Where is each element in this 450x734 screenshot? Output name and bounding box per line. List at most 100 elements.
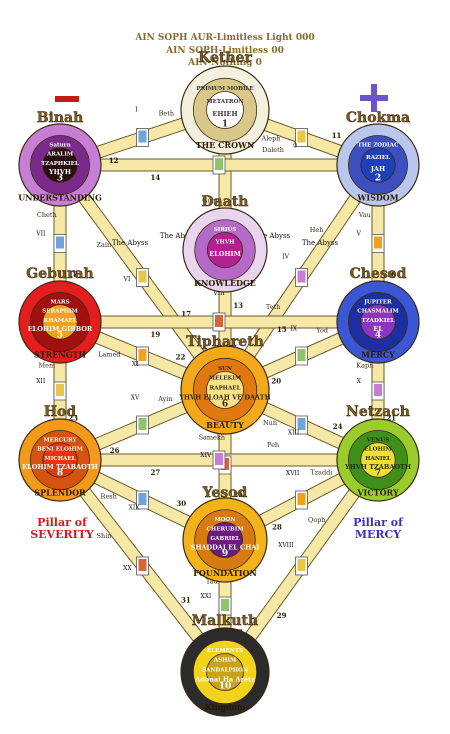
tarot-card-icon	[53, 234, 67, 253]
sephira-line: ELEMENTS	[207, 648, 243, 654]
tarot-numeral: VIII	[212, 290, 225, 297]
sephira-line: MARS	[50, 299, 69, 305]
abyss-label: The Abyss	[254, 232, 291, 240]
sephira-line: YHVH	[48, 168, 71, 176]
sephira-line: ELOHIM	[209, 250, 241, 258]
path-label-gimel: Gimel	[202, 196, 221, 204]
sephira-line: CHASMALIM	[357, 309, 398, 315]
path-number: 30	[176, 499, 186, 508]
sephira-title-geburah: STRENGTH	[34, 349, 87, 359]
tarot-card-icon	[295, 128, 308, 147]
tarot-card-icon	[295, 556, 308, 576]
tarot-numeral: VII	[35, 231, 46, 238]
sephira-line: TZADKIEL	[361, 318, 394, 324]
path-number: 29	[277, 611, 287, 620]
path-label-ayin: Ayin	[157, 395, 172, 403]
tarot-numeral: IX	[290, 325, 297, 332]
sephira-title-chokma: WISDOM	[356, 192, 398, 202]
sephira-line: MERCURY	[44, 437, 78, 443]
sephira-line: THE ZODIAC	[358, 142, 399, 148]
sephira-line: YHVH	[215, 240, 236, 246]
path-number: 21	[386, 414, 396, 423]
path-label-mem: Mem	[38, 362, 55, 370]
sephira-number: 2	[375, 174, 381, 184]
tarot-card-icon	[136, 268, 149, 287]
sephira-title-binah: UNDERSTANDING	[18, 192, 102, 202]
tarot-card-icon	[295, 346, 308, 366]
path-label-qoph: Qoph	[308, 516, 326, 524]
sephira-line: MELEKIM	[209, 376, 241, 382]
sephira-name-kether: Kether	[198, 50, 252, 66]
tarot-card-icon	[136, 346, 149, 366]
sephira-name-hod: Hod	[44, 404, 77, 420]
sephira-name-yesod: Yesod	[202, 485, 248, 501]
path-number: 24	[333, 422, 343, 431]
path-number: 18	[68, 270, 78, 279]
sephira-number: 4	[375, 331, 381, 341]
sephira-line: SHADDAI EL CHAI	[191, 543, 260, 551]
tarot-numeral: X	[357, 378, 362, 385]
tarot-numeral: I	[135, 106, 138, 113]
sephira-line: MOON	[214, 517, 235, 523]
path-number: 15	[277, 325, 287, 334]
sephira-number: 8	[57, 469, 63, 479]
sephira-line: JUPITER	[363, 299, 392, 305]
tarot-card-icon	[53, 381, 67, 401]
tarot-cards-layer	[53, 128, 385, 616]
path-label-zain: Zain	[96, 241, 111, 249]
sephira-line: VENUS	[366, 437, 390, 443]
path-number: 14	[151, 173, 161, 182]
tarot-card-icon	[212, 450, 226, 470]
path-number: 25	[233, 490, 243, 499]
sephira-line: EL	[373, 325, 383, 333]
path-label-tau: Tau	[206, 578, 218, 586]
path-label-heh: Heh	[310, 226, 324, 234]
sephira-line: KHAMAEL	[43, 318, 76, 324]
path-number: 27	[151, 468, 161, 477]
tarot-card-icon	[295, 490, 308, 510]
tarot-numeral: VI	[123, 276, 131, 283]
path-number: 20	[271, 377, 281, 386]
sephira-title-malkuth: Kingdom	[205, 702, 246, 712]
sephira-number: 5	[57, 331, 63, 341]
path-label-shin: Shin	[97, 532, 112, 540]
pillar-severity-line2: SEVERITY	[30, 528, 94, 541]
path-number: 19	[151, 330, 161, 339]
sephira-title-daath: KNOWLEDGE	[194, 278, 256, 288]
tarot-numeral: XX	[123, 565, 132, 572]
tarot-card-icon	[295, 268, 308, 287]
sephira-title-chesed: MERCY	[361, 349, 395, 359]
sephira-title-hod: SPLENDOR	[34, 487, 86, 497]
tarot-numeral: XIV	[200, 452, 212, 459]
tarot-card-icon	[295, 415, 308, 435]
abyss-label: The Abyss	[160, 232, 197, 240]
sephira-line: METATRON	[206, 99, 243, 105]
path-number: 13	[233, 301, 243, 310]
sephira-line: BENI ELOHIM	[37, 447, 83, 453]
pillar-mercy-line1: Pillar of	[353, 516, 404, 529]
tarot-card-icon	[371, 381, 385, 401]
sephira-line: Adonai Ha Aretz	[194, 676, 255, 684]
sephira-title-netzach: VICTORY	[356, 487, 399, 497]
sephira-name-chokma: Chokma	[346, 110, 410, 126]
tarot-numeral: XXI	[200, 593, 212, 600]
sephira-number: 10	[219, 682, 232, 692]
path-label-teth: Teth	[266, 303, 280, 311]
minus-symbol-icon	[55, 96, 79, 102]
path-label-vau: Vau	[358, 211, 371, 219]
sephira-line: YHVH TZABAOTH	[344, 463, 411, 471]
path-label-lamed: Lamed	[98, 351, 120, 359]
path-label-beth: Beth	[159, 110, 174, 118]
sephira-line: ELOHIM TZABAOTH	[22, 463, 98, 471]
tarot-card-icon	[136, 556, 149, 576]
